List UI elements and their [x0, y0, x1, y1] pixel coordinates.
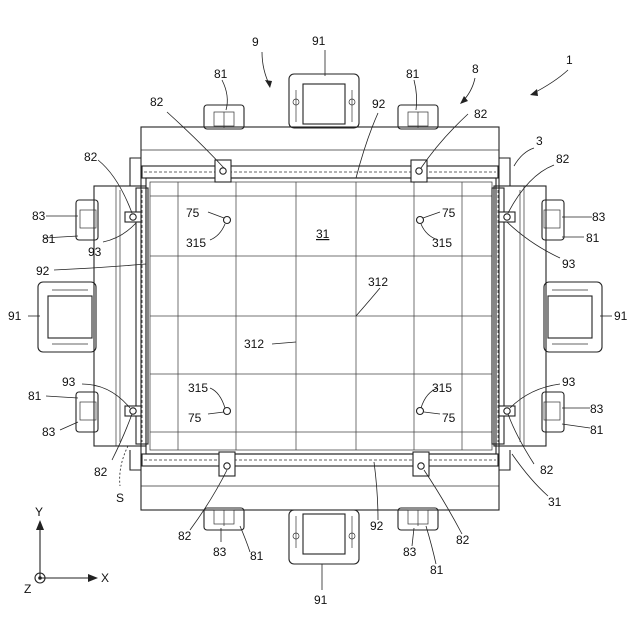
label-ref-1: 1	[566, 53, 573, 67]
label-ref-91-right: 91	[614, 309, 628, 323]
clamp-81-top-left	[204, 105, 244, 129]
leader-lines	[28, 50, 612, 590]
label-ref-82-tl: 82	[150, 95, 164, 109]
label-ref-8: 8	[472, 62, 479, 76]
clamp-91-bottom	[289, 510, 359, 564]
label-ref-75-bl: 75	[188, 411, 202, 425]
axis-label-z: Z	[24, 582, 31, 596]
outer-frame	[130, 127, 510, 510]
label-ref-83-bl: 83	[213, 545, 227, 559]
clamp-81-left-top	[76, 200, 98, 240]
label-ref-82-bl: 82	[178, 529, 192, 543]
label-ref-83-br: 83	[403, 545, 417, 559]
label-ref-81-lt: 81	[42, 232, 56, 246]
label-ref-31-center: 31	[316, 227, 330, 241]
clamp-81-right-top	[542, 200, 564, 240]
clamp-91-top	[289, 74, 359, 128]
reference-labels: 9 91 81 81 8 1 82 92 82 3 82 82 83 81 93…	[8, 34, 628, 607]
label-ref-3: 3	[536, 134, 543, 148]
clamp-bar-bottom	[142, 452, 498, 476]
label-ref-75-br: 75	[442, 411, 456, 425]
clamp-91-left	[38, 282, 96, 352]
label-ref-312-left: 312	[244, 337, 264, 351]
label-ref-82-lb: 82	[94, 465, 108, 479]
label-ref-83-lb: 83	[42, 425, 56, 439]
label-ref-93-rb: 93	[562, 375, 576, 389]
label-ref-93-rt: 93	[562, 257, 576, 271]
label-ref-75-tr: 75	[442, 206, 456, 220]
label-ref-93-lb: 93	[62, 375, 76, 389]
label-ref-75-tl: 75	[186, 206, 200, 220]
label-ref-81-lb: 81	[28, 389, 42, 403]
clamp-81-left-bottom	[76, 392, 98, 432]
label-ref-83-lt: 83	[32, 209, 46, 223]
label-ref-83-rb: 83	[590, 402, 604, 416]
coordinate-axes	[35, 520, 98, 583]
label-ref-92-left: 92	[36, 264, 50, 278]
label-ref-s: S	[116, 491, 124, 505]
clamp-81-bottom-right	[398, 508, 438, 530]
label-ref-82-lt: 82	[84, 150, 98, 164]
clamp-81-bottom-left	[204, 508, 244, 530]
label-ref-81-tl: 81	[214, 67, 228, 81]
label-ref-91-top: 91	[312, 34, 326, 48]
label-ref-315-tl: 315	[186, 236, 206, 250]
label-ref-91-left: 91	[8, 309, 22, 323]
pins	[125, 168, 515, 469]
axis-label-y: Y	[35, 505, 43, 519]
label-ref-82-rb: 82	[540, 463, 554, 477]
label-ref-83-rt: 83	[592, 210, 606, 224]
holes-315	[224, 217, 424, 415]
label-ref-81-rt: 81	[586, 231, 600, 245]
label-ref-82-rt: 82	[556, 152, 570, 166]
clamp-81-top-right	[398, 105, 438, 129]
label-ref-9: 9	[252, 35, 259, 49]
label-ref-81-br: 81	[430, 563, 444, 577]
label-ref-81-rb: 81	[590, 423, 604, 437]
label-ref-312-right: 312	[368, 275, 388, 289]
label-ref-315-tr: 315	[432, 236, 452, 250]
clamp-91-right	[544, 282, 602, 352]
clamp-bar-top	[142, 160, 498, 182]
label-ref-82-tr: 82	[474, 107, 488, 121]
label-ref-315-br: 315	[432, 381, 452, 395]
label-ref-93-lt: 93	[88, 245, 102, 259]
label-ref-91-bottom: 91	[314, 593, 328, 607]
clamp-81-right-bottom	[542, 392, 564, 432]
label-ref-92-top: 92	[372, 97, 386, 111]
label-ref-81-tr: 81	[406, 67, 420, 81]
label-ref-82-br: 82	[456, 533, 470, 547]
label-ref-92-bottom: 92	[370, 519, 384, 533]
label-ref-81-bl: 81	[250, 549, 264, 563]
label-ref-31-br: 31	[548, 495, 562, 509]
label-ref-315-bl: 315	[188, 381, 208, 395]
axis-label-x: X	[101, 571, 109, 585]
